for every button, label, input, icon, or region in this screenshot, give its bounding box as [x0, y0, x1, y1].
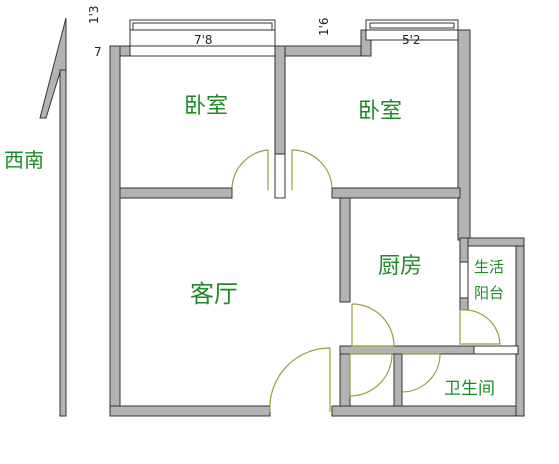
room-label-bedroom-left: 卧室 — [184, 94, 228, 119]
dimension-right-offset: 1'6 — [317, 17, 331, 36]
door-bathroom — [349, 353, 393, 397]
wall-bedroom-divider-low — [274, 153, 286, 199]
compass-arrow — [39, 17, 67, 417]
wall-mid-left — [119, 187, 233, 199]
wall-balcony-right — [515, 237, 525, 417]
dimension-left-offset-b: 7 — [94, 45, 102, 59]
dimension-left-offset-a: 1'3 — [87, 5, 101, 24]
window-left — [129, 19, 276, 57]
wall-right-outer — [457, 29, 471, 241]
window-right — [365, 19, 459, 41]
room-label-bathroom: 卫生间 — [444, 379, 495, 399]
wall-kitchen-left — [339, 197, 351, 303]
room-label-kitchen: 厨房 — [378, 254, 422, 279]
door-kitchen — [351, 303, 395, 347]
wall-bottom-outer — [109, 405, 271, 417]
door-balcony — [459, 309, 501, 345]
room-label-bedroom-right: 卧室 — [358, 99, 402, 124]
wall-bedroom-divider — [274, 45, 286, 155]
door-bedroom-left — [231, 149, 269, 190]
doors — [231, 149, 501, 413]
compass-direction-label: 西南 — [4, 148, 44, 172]
wall-bath-left — [339, 353, 351, 407]
room-label-balcony-2: 阳台 — [474, 284, 504, 302]
wall-top-right-step — [284, 45, 362, 57]
walls — [109, 29, 525, 417]
door-bath-inner — [401, 353, 441, 393]
wall-balcony-top — [459, 237, 525, 247]
room-label-living: 客厅 — [190, 280, 238, 308]
door-bedroom-right — [291, 149, 333, 190]
dimension-left-window: 7'8 — [194, 33, 213, 47]
window-bathroom — [473, 345, 519, 355]
wall-left-outer — [109, 45, 121, 417]
door-entrance — [269, 347, 331, 413]
room-label-balcony-1: 生活 — [474, 258, 504, 276]
wall-mid-right — [331, 187, 461, 199]
window-kitchen — [459, 261, 469, 299]
wall-bottom-outer-b — [331, 405, 525, 417]
wall-bath-inner — [393, 353, 403, 407]
dimension-right-window: 5'2 — [402, 33, 421, 47]
